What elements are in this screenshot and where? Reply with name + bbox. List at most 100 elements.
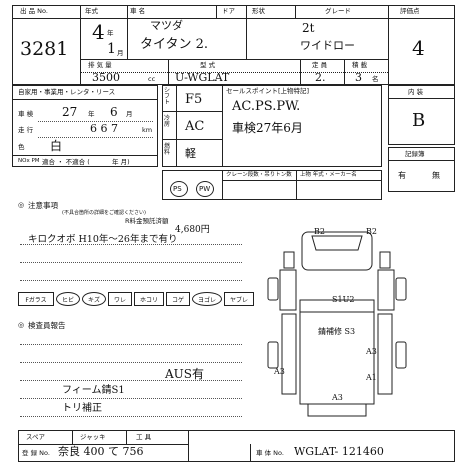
month-suffix: 月 [117,49,124,57]
damage-item-burn: コゲ [166,292,190,306]
wheel-front-right [395,277,407,301]
history-no: 無 [432,171,440,180]
damage-label-s1u2: S1U2 [332,295,354,304]
cab-outline [301,231,373,271]
capacity-value: 2. [315,71,326,84]
notes-handwritten: キロクオボ H10年～26年まで有り [28,234,178,245]
wheel-rear-left [267,341,279,369]
score-label: 評価点 [400,7,420,15]
reg-label: 登 録 No. [22,449,50,457]
inspector-title: 検査員報告 [28,321,66,330]
damage-item-stain: ヨゴレ [192,292,222,306]
registration-section [12,85,158,167]
mirror-right [379,251,391,269]
cc-value: 3500 [92,71,120,84]
tail-gate [307,403,367,417]
mileage-value: 6 6 7 [90,122,118,135]
pw-label: PW [199,185,211,193]
ps-label: PS [173,185,182,193]
door-right [377,269,395,311]
damage-item-tear: ヤブレ [224,292,254,306]
damage-label-b2-left: B2 [314,227,325,236]
mirror-left [283,251,295,269]
damage-label-b2-right: B2 [366,227,377,236]
load-label: 積 載 [352,61,368,69]
score-value: 4 [412,36,425,60]
damage-label-a3-right: A3 [365,347,377,356]
damage-items-row: Fガラス ヒビ キズ ワレ ホコリ コゲ ヨゴレ ヤブレ [18,292,254,306]
door-left [279,269,297,311]
grade-label: グレード [325,7,351,15]
nox-label: NOx PM [18,158,40,164]
damage-item-windshield: Fガラス [18,292,54,306]
windshield-outline [311,235,363,251]
expiry-label: 車 検 [18,110,34,118]
km-unit: km [142,126,153,134]
inspector-line2: フィーム錆S1 [62,385,125,396]
footer-section [18,430,455,462]
body-label: 上物 年式・メーカー名 [300,172,357,178]
name-label: 車 名 [130,7,146,15]
damage-label-a3-rear: A3 [331,393,343,402]
capacity-label: 定 員 [312,61,328,69]
nox-options: 適合 ・ 不適合 ( [42,158,90,166]
wheel-rear-right [395,341,407,369]
expiry-year: 27 [62,105,78,119]
spare-label: スペア [26,433,46,441]
damage-item-break: ワレ [108,292,132,306]
aircon-value: AC [185,119,205,134]
recycle-label: R料金預託済額 [125,217,169,225]
fuel-value: 軽 [185,147,196,160]
selling-line2: 車検27年6月 [232,121,303,135]
type-label: 型 式 [200,61,216,69]
expiry-year-char: 年 [88,110,95,118]
damage-item-scratch: キズ [82,292,106,306]
shape-label: 形状 [252,7,265,15]
expiry-month: 6 [110,105,118,119]
reg-value: 奈良 400 て 756 [58,445,144,458]
equipment-section [162,170,382,200]
side-gate-left [281,313,297,395]
history-yes: 有 [398,171,406,180]
damage-label-a1: A1 [365,373,377,382]
year-value: 4 [92,20,105,44]
selling-label: セールスポイント[上物特記] [226,87,310,95]
model-value: タイタン 2. [140,37,209,52]
notes-title: 注意事項 [28,201,58,210]
shift-value: F5 [185,92,203,107]
notes-marker: ◎ [18,201,25,209]
notes-sub: (不具合箇所の詳細をご確認ください) [62,210,146,216]
lot-number: 3281 [20,38,69,60]
history-title: 記録簿 [405,150,425,158]
header-section [12,5,455,85]
fuel-label: 燃料 [164,143,171,156]
color-label: 色 [18,143,25,151]
shift-label: シフト [164,87,171,106]
pw-badge [196,181,214,197]
crane-label: クレーン段数・吊りトン数 [226,172,292,178]
mileage-label: 走 行 [18,126,34,134]
specs-section [162,85,382,167]
wheel-front-left [267,277,279,301]
ps-badge [170,181,188,197]
door-label: ドア [222,7,235,15]
damage-label-s3: 錆補修 S3 [318,326,355,336]
interior-label: 内 装 [408,88,424,96]
history-section [388,147,455,192]
month-value: 1 [107,41,116,57]
damage-label-a3-left: A3 [273,367,285,376]
aircon-label: 冷房 [164,115,171,128]
nox-date: 年 月) [112,158,130,166]
side-gate-right [377,313,393,395]
cc-label: 排 気 量 [88,61,112,69]
grade-value: ワイドロー [300,39,355,52]
maker-value: マツダ [150,19,183,32]
chassis-label: 車 体 No. [256,449,284,457]
load-value: 3 [355,71,362,84]
year-suffix: 年 [107,29,114,37]
color-value: 白 [50,139,63,153]
shape-value: 2t [302,21,315,35]
expiry-month-char: 月 [126,110,133,118]
interior-value: B [412,110,426,131]
truck-diagram: B2 B2 S1U2 錆補修 S3 A3 A3 A1 A3 [267,227,407,417]
